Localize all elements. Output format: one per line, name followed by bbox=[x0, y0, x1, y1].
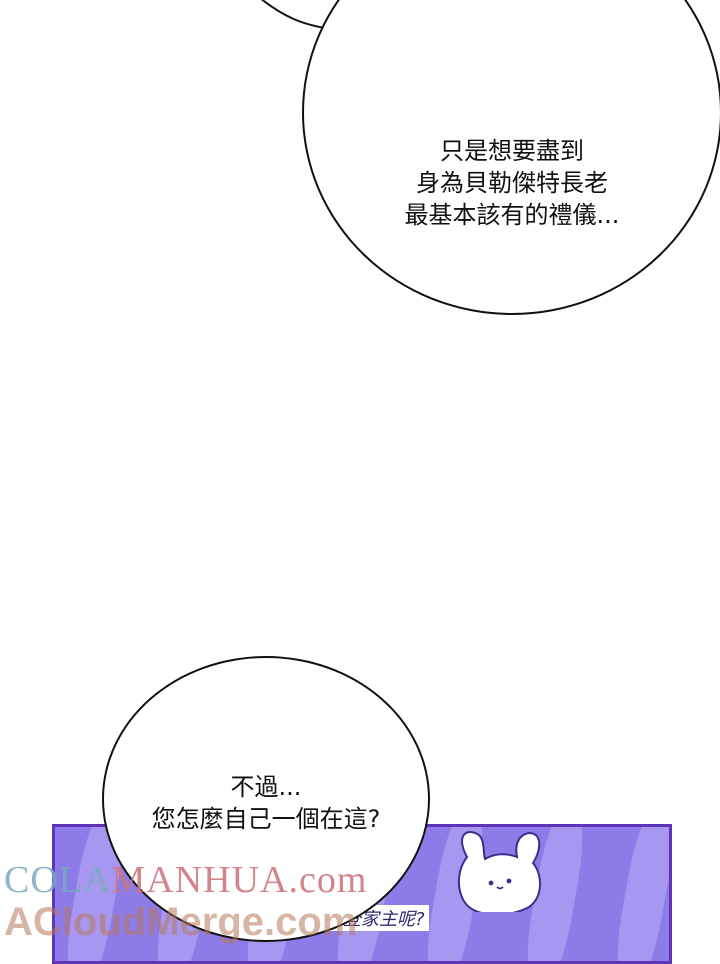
bunny-character-icon bbox=[458, 830, 541, 912]
bubble-bottom-line-2: 您怎麼自己一個在這? bbox=[151, 805, 381, 833]
bubble-top-line-2: 身為貝勒傑特長老 bbox=[415, 168, 608, 197]
watermark-acloudmerge: ACloudMerge.com bbox=[4, 900, 358, 944]
speech-bubble-top: 只是想要盡到 身為貝勒傑特長老 最基本該有的禮儀... bbox=[302, 0, 720, 315]
bubble-bottom-line-1: 不過... bbox=[230, 773, 302, 801]
watermark-colamanhua: COLAMANHUA.com bbox=[4, 858, 367, 902]
bubble-top-line-3: 最基本該有的禮儀... bbox=[404, 200, 620, 229]
speech-bubble-top-text: 只是想要盡到 身為貝勒傑特長老 最基本該有的禮儀... bbox=[405, 135, 620, 231]
speech-bubble-bottom-text: 不過... 您怎麼自己一個在這? bbox=[152, 771, 381, 835]
bubble-top-line-1: 只是想要盡到 bbox=[439, 136, 584, 165]
watermark-cola: COLA bbox=[4, 859, 112, 901]
speech-bubble-bottom: 不過... 您怎麼自己一個在這? bbox=[102, 656, 430, 942]
watermark-manhua: MANHUA.com bbox=[111, 859, 368, 901]
